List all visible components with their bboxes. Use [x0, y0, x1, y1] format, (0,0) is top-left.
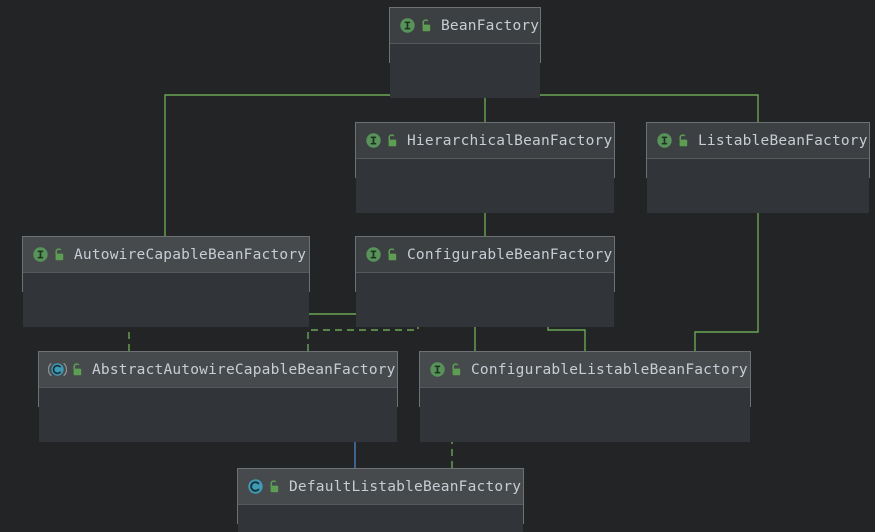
class-node-header[interactable]: ConfigurableBeanFactory	[356, 237, 614, 273]
class-node-header[interactable]: ListableBeanFactory	[647, 123, 869, 159]
class-node-configurable-listable-bean-factory[interactable]: ConfigurableListableBeanFactory	[419, 351, 751, 442]
public-lock-icon	[67, 362, 84, 377]
class-node-title: BeanFactory	[441, 17, 540, 34]
interface-icon	[429, 361, 446, 378]
class-node-members	[420, 388, 750, 442]
class-node-default-listable-bean-factory[interactable]: DefaultListableBeanFactory	[237, 468, 524, 532]
class-node-title: ConfigurableBeanFactory	[407, 246, 613, 263]
class-node-members	[238, 505, 523, 532]
class-node-abstract-autowire-capable-bean-factory[interactable]: AbstractAutowireCapableBeanFactory	[38, 351, 398, 442]
class-node-listable-bean-factory[interactable]: ListableBeanFactory	[646, 122, 870, 213]
class-node-members	[356, 159, 614, 213]
public-lock-icon	[446, 362, 463, 377]
public-lock-icon	[382, 247, 399, 262]
class-node-title: AutowireCapableBeanFactory	[74, 246, 307, 263]
class-node-members	[356, 273, 614, 327]
class-node-header[interactable]: HierarchicalBeanFactory	[356, 123, 614, 159]
class-node-title: ListableBeanFactory	[698, 132, 868, 149]
edge-e3-extends[interactable]	[513, 85, 759, 122]
class-node-title: DefaultListableBeanFactory	[289, 478, 522, 495]
interface-icon	[399, 17, 416, 34]
class-node-members	[23, 273, 309, 327]
class-icon	[247, 478, 264, 495]
interface-icon	[365, 132, 382, 149]
public-lock-icon	[416, 18, 433, 33]
interface-icon	[656, 132, 673, 149]
abstract-class-icon	[48, 361, 67, 378]
class-node-header[interactable]: ConfigurableListableBeanFactory	[420, 352, 750, 388]
public-lock-icon	[49, 247, 66, 262]
class-node-title: HierarchicalBeanFactory	[407, 132, 613, 149]
public-lock-icon	[382, 133, 399, 148]
public-lock-icon	[673, 133, 690, 148]
class-node-members	[647, 159, 869, 213]
interface-icon	[365, 246, 382, 263]
edge-e9-extends[interactable]	[694, 201, 759, 351]
class-node-bean-factory[interactable]: BeanFactory	[389, 7, 541, 98]
public-lock-icon	[264, 479, 281, 494]
class-node-title: AbstractAutowireCapableBeanFactory	[92, 361, 396, 378]
class-node-title: ConfigurableListableBeanFactory	[471, 361, 748, 378]
class-node-members	[390, 44, 540, 98]
class-node-hierarchical-bean-factory[interactable]: HierarchicalBeanFactory	[355, 122, 615, 213]
class-node-autowire-capable-bean-factory[interactable]: AutowireCapableBeanFactory	[22, 236, 310, 327]
class-node-header[interactable]: BeanFactory	[390, 8, 540, 44]
interface-icon	[32, 246, 49, 263]
class-node-members	[39, 388, 397, 442]
class-node-header[interactable]: AutowireCapableBeanFactory	[23, 237, 309, 273]
class-node-header[interactable]: DefaultListableBeanFactory	[238, 469, 523, 505]
class-node-header[interactable]: AbstractAutowireCapableBeanFactory	[39, 352, 397, 388]
class-node-configurable-bean-factory[interactable]: ConfigurableBeanFactory	[355, 236, 615, 327]
